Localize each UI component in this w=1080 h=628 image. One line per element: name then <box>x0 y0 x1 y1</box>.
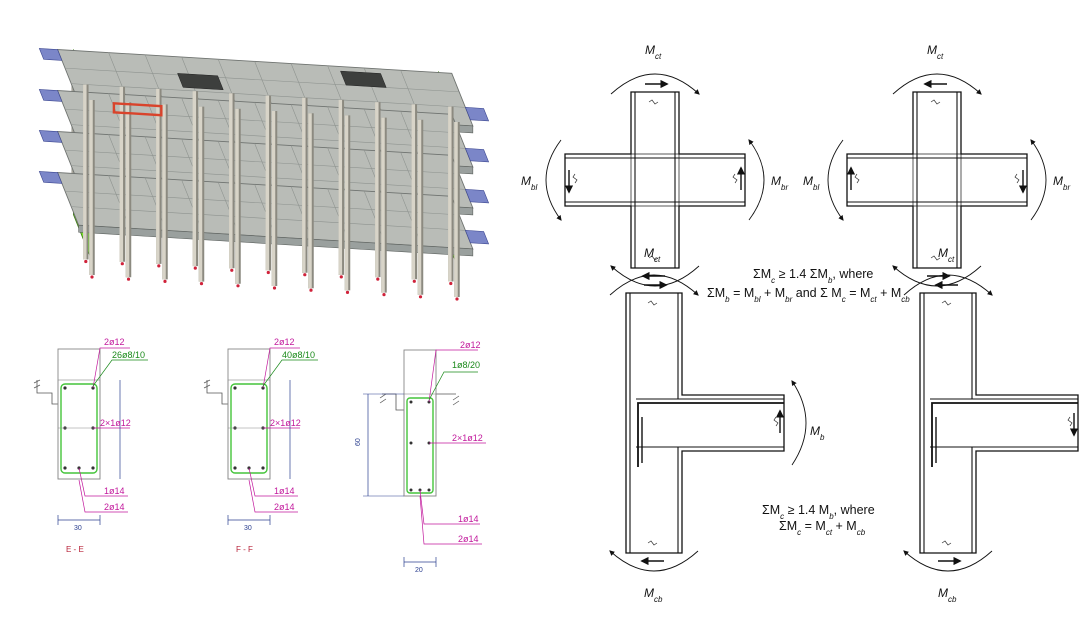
interior-joint-right-arc-left <box>827 139 844 221</box>
section-third-top-bars: 2ø12 <box>460 340 481 350</box>
section-third-side-bars: 2×1ø12 <box>452 433 483 443</box>
balcony-left-0 <box>38 171 63 184</box>
balcony-left-3 <box>38 48 63 61</box>
interior-joint-left-arc-left <box>545 139 562 221</box>
exterior-joint-left-label-mcb: Mcb <box>644 586 663 604</box>
interior-joint-right-label-mbr: Mbr <box>1053 174 1070 192</box>
exterior-joint-left-arc-bottom <box>609 550 699 572</box>
section-third: 2ø12 1ø8/20 2×1ø12 1ø14 2ø14 20 60 <box>355 340 486 574</box>
exterior-joint-left-label-mb: Mb <box>810 424 825 442</box>
exterior-joint-left-label-mct: Mct <box>644 246 661 264</box>
interior-joint-left: MctMcbMblMbr <box>521 43 788 320</box>
section-f-f: 2ø12 40ø8/10 2×1ø12 1ø14 2ø14 30 F - F <box>203 337 318 554</box>
exterior-joint-left-arc-right <box>791 380 807 466</box>
roof-opening-2 <box>340 70 387 88</box>
section-f-f-stirrups: 40ø8/10 <box>282 350 315 360</box>
balcony-right-3 <box>464 107 490 122</box>
section-third-mid-bar: 1ø14 <box>458 514 479 524</box>
building-model-3d <box>38 48 490 301</box>
section-third-stirrups: 1ø8/20 <box>452 360 480 370</box>
interior-joint-right-label-mbl: Mbl <box>803 174 819 192</box>
interior-joint-left-label-mbl: Mbl <box>521 174 537 192</box>
section-f-f-drawing <box>203 347 318 525</box>
interior-joint-left-label-mct: Mct <box>645 43 662 61</box>
section-third-height: 60 <box>355 438 362 446</box>
section-e-e-side-bars: 2×1ø12 <box>100 418 131 428</box>
exterior-joint-equation-2: ΣMc = Mct + Mcb <box>779 519 866 537</box>
balcony-left-1 <box>38 130 63 143</box>
section-e-e-drawing <box>33 347 148 525</box>
interior-joint-left-arc-right <box>748 139 765 221</box>
balcony-right-2 <box>464 148 490 163</box>
section-f-f-mid-bar: 1ø14 <box>274 486 295 496</box>
exterior-joint-left-outline <box>625 292 785 554</box>
section-e-e-stirrups: 26ø8/10 <box>112 350 145 360</box>
section-f-f-top-bars: 2ø12 <box>274 337 295 347</box>
interior-joint-equation-2: ΣMb = Mbl + Mbr and Σ Mc = Mct + Mcb <box>707 286 910 304</box>
section-e-e-title: E - E <box>66 545 84 554</box>
exterior-joint-right-label-mcb: Mcb <box>938 586 957 604</box>
exterior-joint-right-arc-bottom <box>903 550 993 572</box>
interior-joint-right-arc-right <box>1030 139 1047 221</box>
interior-joint-right-outline <box>846 91 1028 269</box>
section-e-e: 2ø12 26ø8/10 2×1ø12 1ø14 2ø14 30 E - E <box>33 337 148 554</box>
section-e-e-bottom-bars: 2ø14 <box>104 502 125 512</box>
interior-joint-left-arc-bottom <box>610 265 700 287</box>
section-e-e-mid-bar: 1ø14 <box>104 486 125 496</box>
section-f-f-bottom-bars: 2ø14 <box>274 502 295 512</box>
section-f-f-side-bars: 2×1ø12 <box>270 418 301 428</box>
balcony-right-1 <box>464 189 490 204</box>
interior-joint-right: MctMcbMblMbr <box>803 43 1070 320</box>
section-third-drawing <box>363 349 486 567</box>
roof-opening-1 <box>177 73 224 91</box>
exterior-joint-right-outline <box>919 292 1079 554</box>
interior-joint-right-arc-top <box>892 73 982 95</box>
section-third-width: 20 <box>415 567 423 574</box>
section-e-e-width: 30 <box>74 525 82 532</box>
interior-joint-left-arc-top <box>610 73 700 95</box>
exterior-joint-right-arc-top <box>903 274 993 296</box>
exterior-joint-equation-1: ΣMc ≥ 1.4 Mb, where <box>762 503 875 521</box>
interior-joint-left-label-mbr: Mbr <box>771 174 788 192</box>
balcony-left-2 <box>38 89 63 102</box>
balcony-right-0 <box>464 230 490 245</box>
section-third-bottom-bars: 2ø14 <box>458 534 479 544</box>
exterior-joint-left-arc-top <box>609 274 699 296</box>
exterior-joint-right-label-mct: Mct <box>938 246 955 264</box>
highlighted-beam <box>112 102 163 117</box>
section-f-f-title: F - F <box>236 545 253 554</box>
interior-joint-right-label-mct: Mct <box>927 43 944 61</box>
interior-joint-left-outline <box>564 91 746 269</box>
section-e-e-top-bars: 2ø12 <box>104 337 125 347</box>
section-f-f-width: 30 <box>244 525 252 532</box>
joint-diagrams: MctMcbMblMbrMctMcbMblMbrMctMcbMbMctMcbMb <box>521 43 1079 604</box>
interior-joint-equation-1: ΣMc ≥ 1.4 ΣMb, where <box>753 267 873 285</box>
